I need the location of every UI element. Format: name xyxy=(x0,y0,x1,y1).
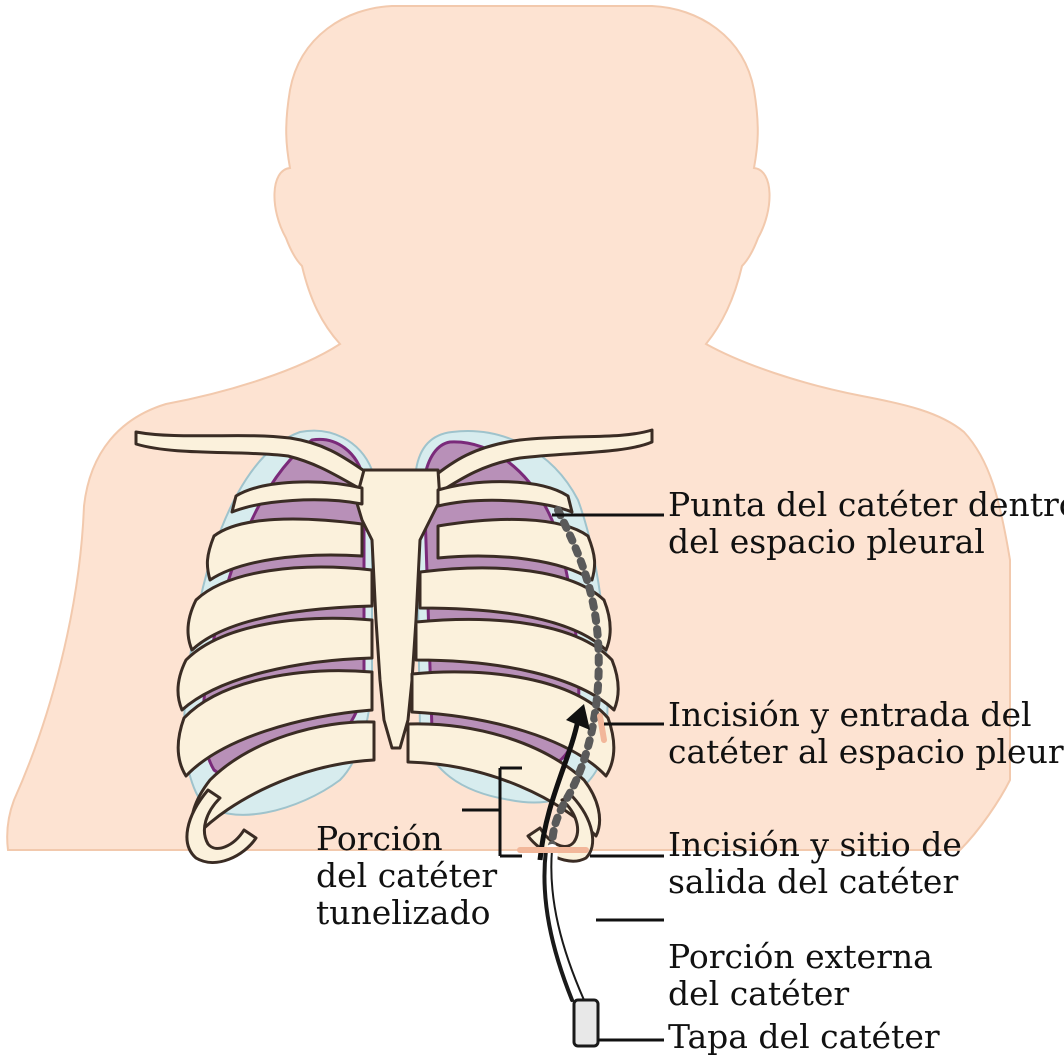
label-catheter-cap-line1: Tapa del catéter xyxy=(668,1018,940,1055)
label-tunneled-line1: Porción xyxy=(316,820,497,857)
label-catheter-tip-line1: Punta del catéter dentro xyxy=(668,486,1064,523)
label-external-portion: Porción externa del catéter xyxy=(668,938,933,1012)
label-entry-incision-line1: Incisión y entrada del xyxy=(668,696,1064,733)
label-exit-site: Incisión y sitio de salida del catéter xyxy=(668,826,962,900)
label-entry-incision: Incisión y entrada del catéter al espaci… xyxy=(668,696,1064,770)
label-entry-incision-line2: catéter al espacio pleural xyxy=(668,733,1064,770)
label-exit-site-line1: Incisión y sitio de xyxy=(668,826,962,863)
catheter-cap xyxy=(574,1000,598,1046)
label-exit-site-line2: salida del catéter xyxy=(668,863,962,900)
label-catheter-cap: Tapa del catéter xyxy=(668,1018,940,1055)
label-external-line2: del catéter xyxy=(668,975,933,1012)
label-external-line1: Porción externa xyxy=(668,938,933,975)
label-catheter-tip: Punta del catéter dentro del espacio ple… xyxy=(668,486,1064,560)
label-catheter-tip-line2: del espacio pleural xyxy=(668,523,1064,560)
catheter-external xyxy=(551,850,584,1000)
label-tunneled-line3: tunelizado xyxy=(316,894,497,931)
label-tunneled-line2: del catéter xyxy=(316,857,497,894)
label-tunneled-portion: Porción del catéter tunelizado xyxy=(316,820,497,931)
